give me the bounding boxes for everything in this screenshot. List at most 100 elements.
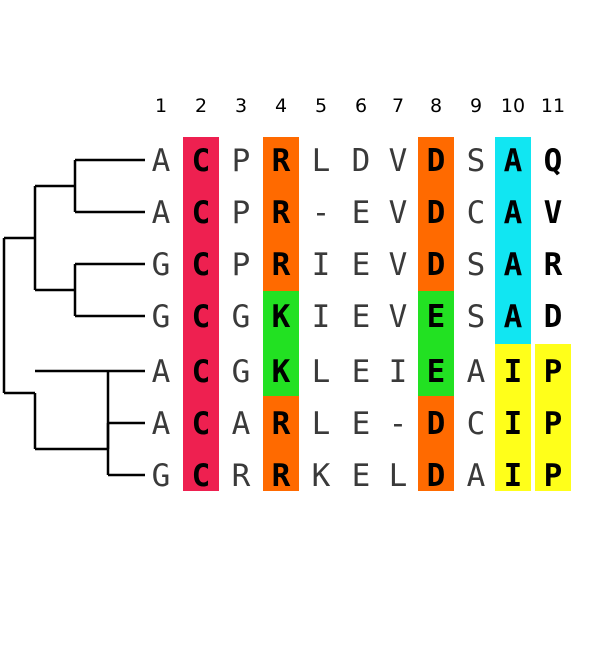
residue-r1-c7: V <box>389 143 408 179</box>
residue-r2-c3: P <box>232 195 251 231</box>
residue-r5-c11: P <box>544 354 563 390</box>
residue-r5-c1: A <box>152 354 171 390</box>
column-number-7: 7 <box>392 95 404 117</box>
residue-r7-c7: L <box>389 458 408 494</box>
column-number-2: 2 <box>195 95 207 117</box>
column-number-3: 3 <box>235 95 247 117</box>
residue-r7-c2: C <box>192 458 211 494</box>
highlight-col11-rows5-7 <box>535 344 571 491</box>
residue-r2-c5: - <box>312 195 331 231</box>
residue-r7-c1: G <box>152 458 171 494</box>
residue-r2-c1: A <box>152 195 171 231</box>
residue-r6-c7: - <box>389 406 408 442</box>
highlight-col2-rows1-7 <box>183 137 219 491</box>
residue-r2-c7: V <box>389 195 408 231</box>
residue-r4-c5: I <box>312 299 331 335</box>
residue-r2-c6: E <box>352 195 371 231</box>
residue-r6-c6: E <box>352 406 371 442</box>
column-number-9: 9 <box>470 95 482 117</box>
residue-r5-c8: E <box>427 354 446 390</box>
residue-r4-c3: G <box>232 299 251 335</box>
column-number-1: 1 <box>155 95 167 117</box>
residue-r3-c1: G <box>152 247 171 283</box>
residue-r4-c11: D <box>544 299 563 335</box>
highlight-col8-rows1-3 <box>418 137 454 291</box>
highlight-col4-rows4-5 <box>263 291 299 396</box>
residue-r5-c9: A <box>467 354 486 390</box>
residue-r7-c11: P <box>544 458 563 494</box>
residue-r5-c2: C <box>192 354 211 390</box>
column-number-4: 4 <box>275 95 287 117</box>
residue-r3-c9: S <box>467 247 486 283</box>
residue-r4-c10: A <box>504 299 523 335</box>
residue-r1-c1: A <box>152 143 171 179</box>
residue-r4-c2: C <box>192 299 211 335</box>
residue-r1-c9: S <box>467 143 486 179</box>
residue-r1-c11: Q <box>544 143 563 179</box>
residue-r2-c2: C <box>192 195 211 231</box>
column-number-11: 11 <box>541 95 565 117</box>
residue-r4-c8: E <box>427 299 446 335</box>
column-number-10: 10 <box>501 95 525 117</box>
highlight-col10-rows5-7 <box>495 344 531 491</box>
residue-r5-c3: G <box>232 354 251 390</box>
residue-r1-c10: A <box>504 143 523 179</box>
residue-r6-c11: P <box>544 406 563 442</box>
residue-r4-c1: G <box>152 299 171 335</box>
residue-r3-c8: D <box>427 247 446 283</box>
column-number-6: 6 <box>355 95 367 117</box>
highlight-col8-rows6-7 <box>418 396 454 491</box>
residue-r3-c6: E <box>352 247 371 283</box>
highlight-col8-rows4-5 <box>418 291 454 396</box>
residue-r3-c7: V <box>389 247 408 283</box>
residue-r4-c4: K <box>272 299 291 335</box>
highlight-col10-rows1-4 <box>495 137 531 344</box>
highlight-layer <box>183 137 571 491</box>
highlight-col4-rows6-7 <box>263 396 299 491</box>
residue-r2-c4: R <box>272 195 291 231</box>
highlight-col4-rows1-3 <box>263 137 299 291</box>
residue-r7-c3: R <box>232 458 251 494</box>
residue-r6-c1: A <box>152 406 171 442</box>
residue-r5-c10: I <box>504 354 523 390</box>
residue-r4-c6: E <box>352 299 371 335</box>
residue-r7-c5: K <box>312 458 331 494</box>
residue-r6-c5: L <box>312 406 331 442</box>
residue-r4-c7: V <box>389 299 408 335</box>
residue-r5-c4: K <box>272 354 291 390</box>
residue-r7-c10: I <box>504 458 523 494</box>
residue-r6-c8: D <box>427 406 446 442</box>
residue-r5-c5: L <box>312 354 331 390</box>
residue-r3-c11: R <box>544 247 563 283</box>
column-number-5: 5 <box>315 95 327 117</box>
residue-r7-c8: D <box>427 458 446 494</box>
residue-r1-c2: C <box>192 143 211 179</box>
residue-r2-c11: V <box>544 195 563 231</box>
residue-r1-c5: L <box>312 143 331 179</box>
residue-r5-c7: I <box>389 354 408 390</box>
residue-r2-c9: C <box>467 195 486 231</box>
residue-r1-c8: D <box>427 143 446 179</box>
residue-r6-c2: C <box>192 406 211 442</box>
residue-r4-c9: S <box>467 299 486 335</box>
residue-r3-c5: I <box>312 247 331 283</box>
residue-r5-c6: E <box>352 354 371 390</box>
residue-r3-c4: R <box>272 247 291 283</box>
residue-r3-c10: A <box>504 247 523 283</box>
residue-r2-c10: A <box>504 195 523 231</box>
residue-r1-c4: R <box>272 143 291 179</box>
residue-r7-c9: A <box>467 458 486 494</box>
residue-r6-c3: A <box>232 406 251 442</box>
residue-r6-c4: R <box>272 406 291 442</box>
residue-r7-c4: R <box>272 458 291 494</box>
